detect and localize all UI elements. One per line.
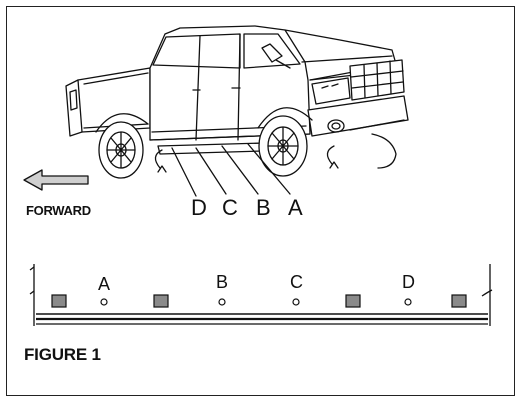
forward-label: FORWARD bbox=[26, 203, 91, 218]
front-wheel bbox=[258, 115, 308, 177]
truck-illustration bbox=[65, 25, 409, 179]
rear-wheel bbox=[98, 121, 144, 179]
strip-label-d: D bbox=[402, 272, 415, 292]
clip-holes bbox=[100, 298, 412, 306]
position-label-b: B bbox=[256, 195, 271, 220]
strip-label-c: C bbox=[290, 272, 303, 292]
molding-strip bbox=[29, 264, 493, 326]
figure-caption: FIGURE 1 bbox=[24, 345, 101, 364]
grille bbox=[349, 59, 405, 101]
figure-frame bbox=[6, 6, 515, 396]
position-label-c: C bbox=[222, 195, 238, 220]
position-pointers bbox=[171, 143, 291, 197]
strip-label-a: A bbox=[98, 274, 110, 294]
strip-label-b: B bbox=[216, 272, 228, 292]
position-label-d: D bbox=[191, 195, 207, 220]
forward-arrow-icon bbox=[23, 169, 89, 191]
adhesive-pads bbox=[51, 294, 467, 308]
position-label-a: A bbox=[288, 195, 303, 220]
